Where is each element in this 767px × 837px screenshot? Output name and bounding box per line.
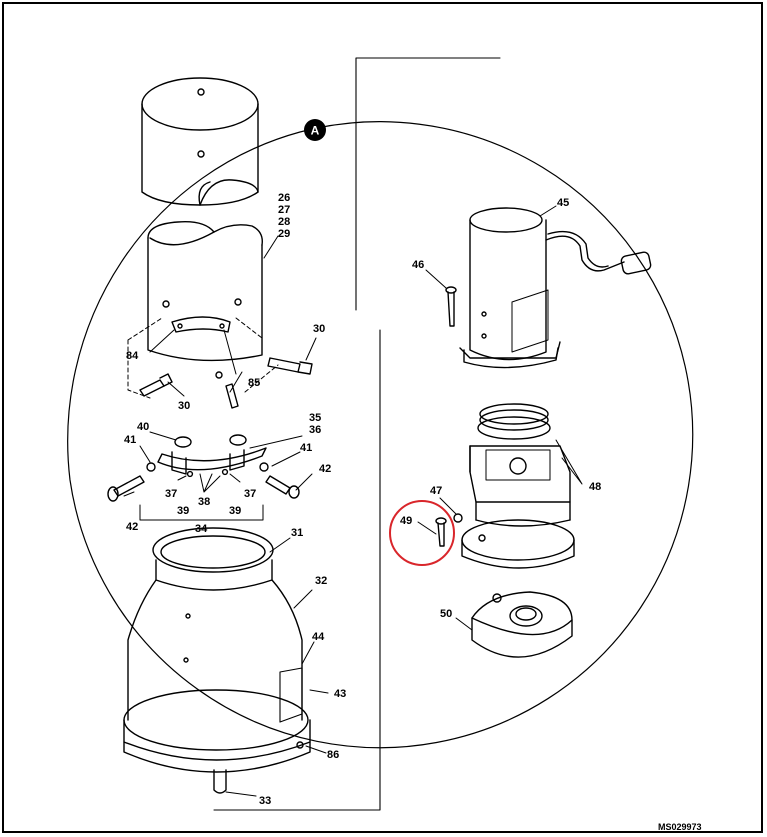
callout-45: 45	[557, 197, 569, 209]
callout-86: 86	[327, 749, 339, 761]
highlight-ring	[389, 500, 455, 566]
callout-48: 48	[589, 481, 601, 493]
detail-a-label: A	[311, 124, 320, 138]
callout-35: 35	[309, 412, 321, 424]
cap-screw-30-right	[267, 357, 313, 375]
assembly-guide	[127, 317, 279, 399]
callout-84: 84	[126, 350, 139, 362]
screw-42-left	[107, 462, 156, 502]
bracket-34	[139, 504, 264, 521]
callout-37-left: 37	[165, 488, 177, 500]
callout-40: 40	[137, 421, 149, 433]
callout-38: 38	[198, 496, 210, 508]
callout-41-right: 41	[300, 442, 312, 454]
callout-42-left: 42	[126, 521, 138, 533]
callout-47: 47	[430, 485, 442, 497]
callout-31: 31	[291, 527, 303, 539]
column-separator	[213, 57, 501, 811]
callout-37-right: 37	[244, 488, 256, 500]
callout-42-right: 42	[319, 463, 331, 475]
bolt-85	[215, 371, 239, 409]
callout-labels: 26 27 28 29 30 30 84 85 35 36 40 41 41 4…	[124, 192, 601, 807]
callout-33: 33	[259, 795, 271, 807]
screw-42-right	[259, 462, 300, 499]
callout-28: 28	[278, 216, 290, 228]
callout-29: 29	[278, 228, 290, 240]
callout-39-right: 39	[229, 505, 241, 517]
top-cover	[141, 77, 259, 206]
drawing-code: MS029973	[658, 822, 702, 832]
callout-30-right: 30	[313, 323, 325, 335]
callout-85: 85	[248, 377, 260, 389]
callout-44: 44	[312, 631, 325, 643]
callout-26: 26	[278, 192, 290, 204]
nut-47	[453, 513, 463, 523]
callout-32: 32	[315, 575, 327, 587]
leader-lines	[123, 205, 583, 797]
callout-30-left: 30	[178, 400, 190, 412]
housing-tube	[147, 221, 263, 362]
screw-46	[445, 286, 457, 327]
base-housing	[123, 527, 311, 794]
detail-circle	[67, 121, 694, 749]
callout-46: 46	[412, 259, 424, 271]
base-plate-50	[471, 591, 573, 658]
callout-50: 50	[440, 608, 452, 620]
callout-43: 43	[334, 688, 346, 700]
callout-34: 34	[195, 523, 208, 535]
callout-49: 49	[400, 515, 412, 527]
callout-41-left: 41	[124, 434, 136, 446]
cap-screw-30-left	[139, 373, 173, 397]
detail-a-marker	[304, 119, 326, 141]
drive-motor	[459, 207, 652, 369]
callout-39-left: 39	[177, 505, 189, 517]
gearbox-48	[461, 403, 575, 569]
callout-36: 36	[309, 424, 321, 436]
callout-27: 27	[278, 204, 290, 216]
mounting-bracket	[157, 434, 267, 478]
screw-49	[435, 517, 447, 547]
